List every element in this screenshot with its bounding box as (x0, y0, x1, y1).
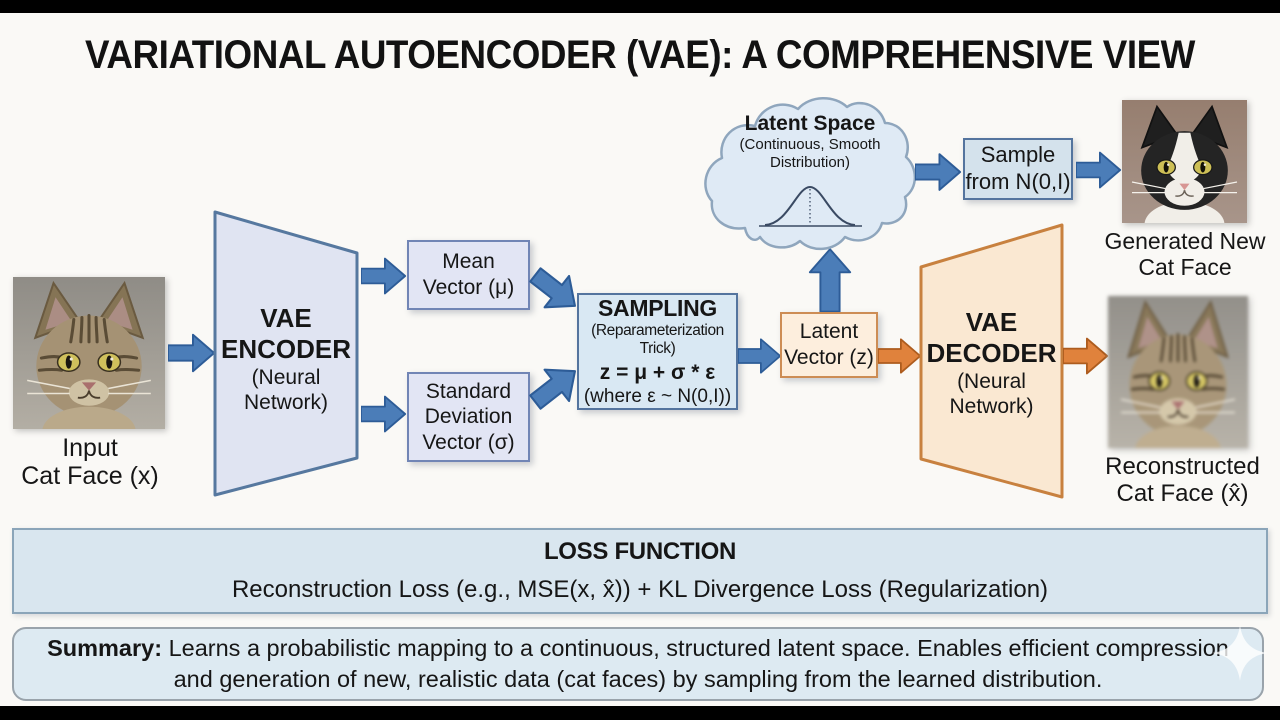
loss-function-formula: Reconstruction Loss (e.g., MSE(x, x̂)) +… (231, 576, 1049, 603)
page-title: VARIATIONAL AUTOENCODER (VAE): A COMPREH… (85, 33, 1195, 77)
loss-function-title: LOSS FUNCTION (543, 538, 737, 565)
sparkle-icon (1212, 625, 1268, 681)
encoder-label: VAE ENCODER (Neural Network) (218, 303, 354, 416)
decoder-title: VAE DECODER (926, 307, 1057, 368)
sampling-title: SAMPLING (598, 295, 717, 322)
arrow-sample-to-generated (1076, 151, 1122, 189)
decoder-subtitle: (Neural Network) (949, 370, 1034, 419)
arrow-std-to-sampling (529, 368, 576, 410)
sample-from-normal-box: Sample from N(0,I) (963, 138, 1073, 200)
sampling-formula: z = μ + σ * ε (599, 360, 716, 384)
arrow-encoder-to-std (361, 395, 407, 433)
summary-box: Summary: Learns a probabilistic mapping … (12, 627, 1264, 701)
arrow-mean-to-sampling (529, 267, 576, 309)
sampling-box: SAMPLING (Reparameterization Trick) z = … (577, 293, 738, 410)
encoder-subtitle: (Neural Network) (243, 366, 328, 415)
sampling-subtitle: (Reparameterization Trick) (591, 322, 724, 358)
encoder-title: VAE ENCODER (220, 303, 351, 364)
gaussian-curve-icon (759, 185, 862, 227)
mean-vector-box: Mean Vector (μ) (407, 240, 530, 310)
input-cat-label: Input Cat Face (x) (21, 434, 159, 490)
arrow-cloud-to-sample (915, 153, 962, 191)
arrow-sampling-to-latent (738, 338, 782, 374)
reconstructed-cat-label: Reconstructed Cat Face (x̂) (1105, 453, 1260, 507)
input-cat-face-image (13, 277, 165, 429)
generated-cat-label: Generated New Cat Face (1104, 228, 1266, 280)
latent-vector-box: Latent Vector (z) (780, 312, 878, 378)
latent-space-subtitle: (Continuous, Smooth Distribution) (739, 136, 881, 172)
latent-space-title: Latent Space (744, 112, 876, 135)
summary-text-wrap: Summary: Learns a probabilistic mapping … (44, 633, 1232, 694)
summary-label: Summary: (47, 635, 163, 662)
reconstructed-cat-face-image (1108, 296, 1248, 448)
arrow-decoder-to-reconstructed (1063, 337, 1109, 375)
std-deviation-vector-box: Standard Deviation Vector (σ) (407, 372, 530, 462)
arrow-input-to-encoder (168, 333, 216, 373)
top-letterbox-bar (0, 0, 1280, 13)
arrow-latent-to-decoder (878, 338, 922, 374)
arrow-encoder-to-mean (361, 257, 407, 295)
sampling-condition: (where ε ~ N(0,I)) (583, 385, 732, 407)
generated-cat-face-image (1122, 100, 1247, 223)
bottom-letterbox-bar (0, 706, 1280, 720)
loss-function-box: LOSS FUNCTION Reconstruction Loss (e.g.,… (12, 528, 1268, 614)
latent-space-cloud-shape (704, 97, 917, 250)
decoder-label: VAE DECODER (Neural Network) (925, 307, 1058, 420)
latent-space-label: Latent Space (Continuous, Smooth Distrib… (725, 112, 895, 172)
arrow-latent-to-cloud (808, 248, 852, 312)
encoder-trapezoid-shape (213, 210, 359, 497)
decoder-trapezoid-shape (919, 223, 1064, 499)
summary-text: Learns a probabilistic mapping to a cont… (162, 635, 1229, 692)
